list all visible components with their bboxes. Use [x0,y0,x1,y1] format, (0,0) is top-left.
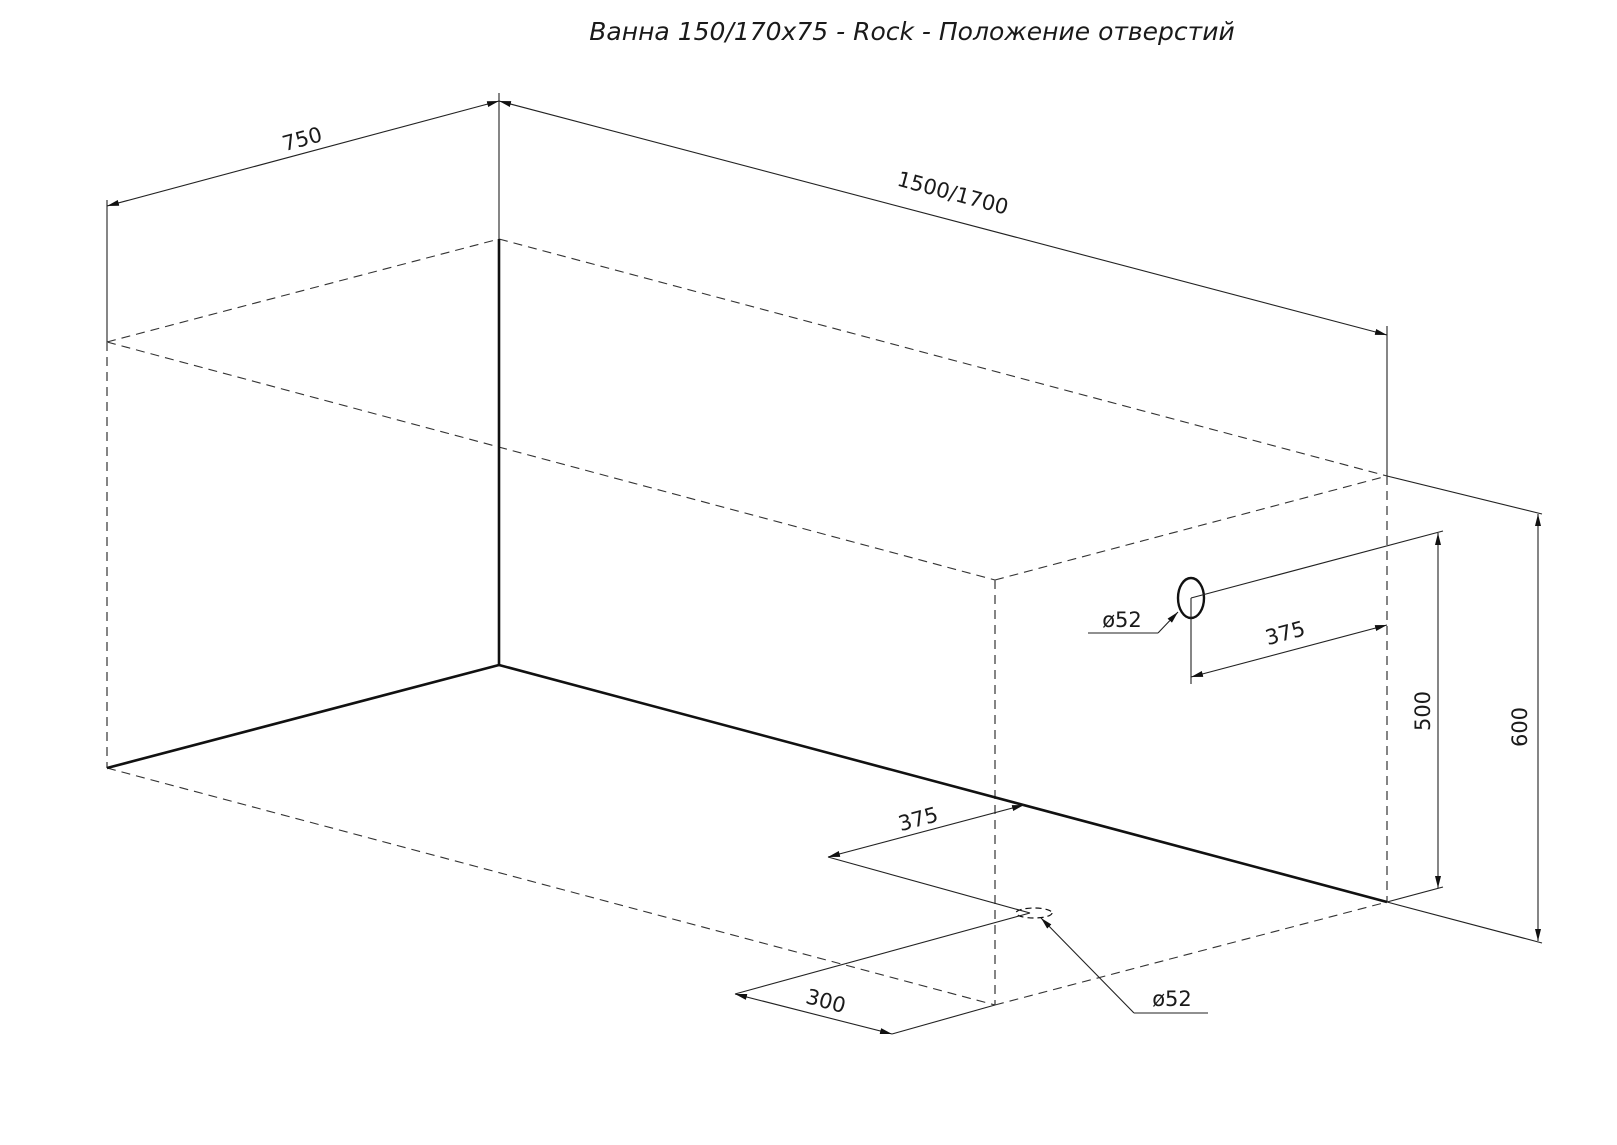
hidden-edges [106,238,1388,1006]
overflow-offset-label: 375 [1263,616,1308,650]
height-total-label: 600 [1508,707,1532,747]
height-hole-label: 500 [1411,691,1435,731]
drain-offset-length-label: 375 [896,802,941,836]
drain-hole-icon [1015,907,1053,919]
dimension-width: 750 [106,93,500,342]
dimension-length: 1500/1700 [498,100,1388,476]
dimension-height-total: 600 [1386,475,1543,944]
overflow-diameter-label: ø52 [1102,608,1142,632]
visible-edges [106,239,1388,904]
overflow-hole: 500 375 ø52 [1088,530,1444,903]
width-label: 750 [280,122,325,156]
drain-hole: 375 300 ø52 [734,802,1208,1035]
length-label: 1500/1700 [895,167,1011,220]
drawing-title: Ванна 150/170x75 - Rock - Положение отве… [589,17,1234,46]
drain-diameter-label: ø52 [1152,987,1192,1011]
